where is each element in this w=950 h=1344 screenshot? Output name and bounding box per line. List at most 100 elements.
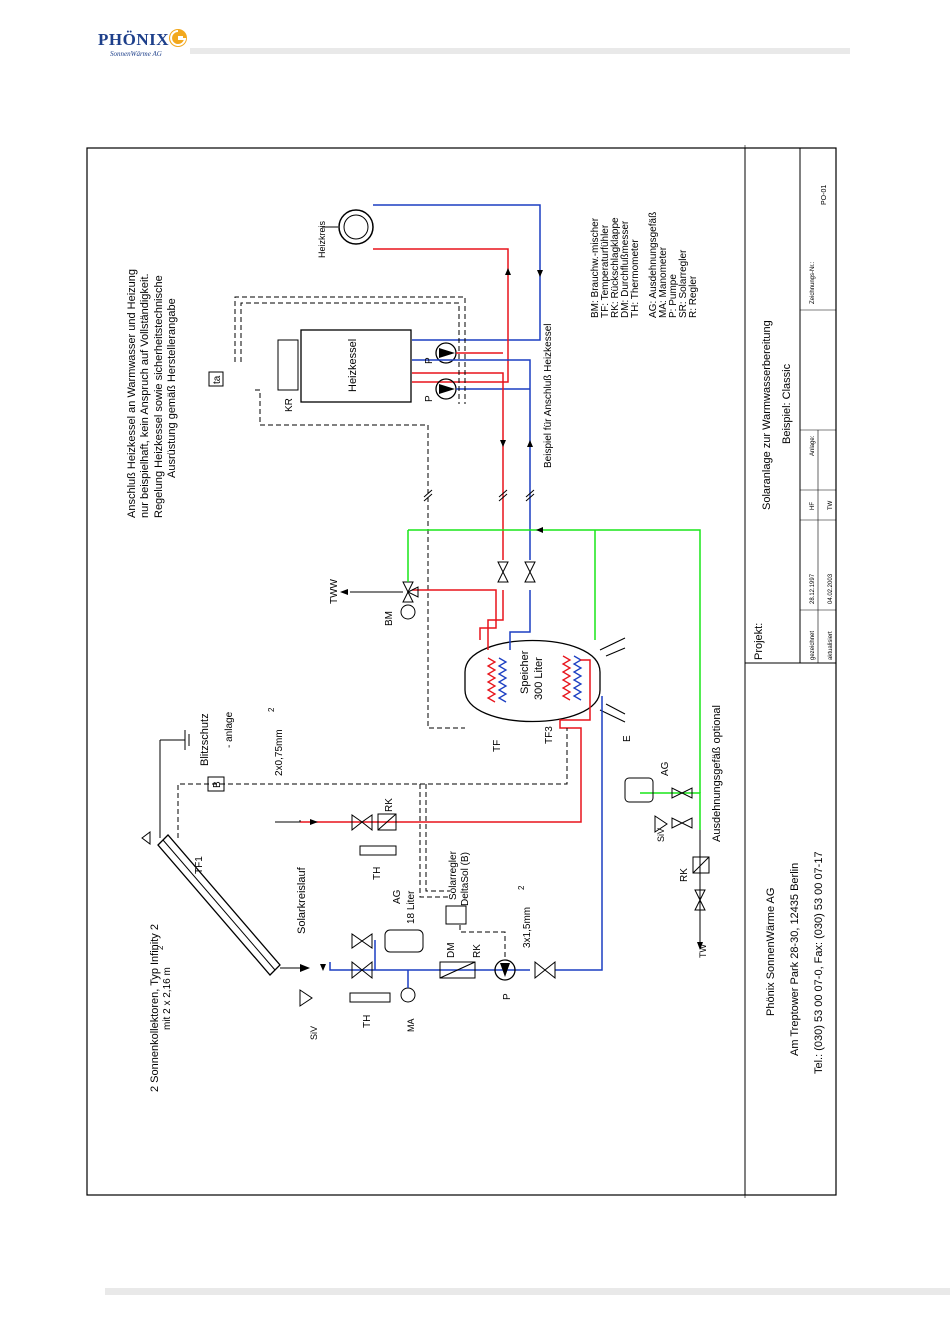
ta-box	[208, 371, 224, 387]
pump-label: P	[502, 993, 513, 1000]
th-label: TH	[362, 1015, 373, 1028]
collector-area-sup: 2	[156, 945, 165, 950]
siv-label: SiV	[656, 828, 666, 842]
brand-name: PHÖNIX	[98, 30, 169, 49]
bm-label: BM	[384, 611, 395, 626]
solarregler-label: Solarregler	[448, 850, 459, 900]
legend-item: DM: Durchflußmesser	[620, 220, 631, 318]
collector-area: mit 2 x 2,16 m	[162, 967, 173, 1030]
rk-label: RK	[472, 944, 483, 958]
brand-logo: PHÖNIX SonnenWärme AG	[98, 28, 198, 64]
zeichnung-number: PO-01	[821, 185, 828, 205]
b-label: B	[212, 781, 223, 788]
tf1-label: TF1	[194, 856, 205, 874]
heizkreis-radiator	[338, 209, 374, 245]
zeichnung-label: Zeichnungs-Nr.:	[810, 261, 816, 304]
projekt-label: Projekt:	[753, 623, 765, 660]
note-line: Regelung Heizkessel sowie sicherheitstec…	[153, 275, 165, 518]
solarregler-model: DeltaSol (B)	[460, 852, 471, 906]
header-divider	[190, 48, 850, 54]
tw-label: TW	[698, 944, 708, 958]
solar-return-pipe	[555, 696, 603, 971]
solar-collector	[157, 834, 281, 976]
valve-icon	[497, 561, 509, 583]
solarregler-box	[445, 905, 467, 925]
drawing-subtitle: Beispiel: Classic	[781, 363, 793, 444]
ag-18l-tank	[384, 929, 424, 953]
mixer-valve-icon	[400, 581, 419, 620]
rk-label: RK	[679, 868, 690, 882]
anlage-label: Anlage:	[810, 435, 816, 456]
legend-item: AG: Ausdehnungsgefäß	[648, 212, 659, 318]
speicher-tank	[464, 639, 601, 723]
dm-label: DM	[446, 942, 457, 958]
kr-box	[277, 339, 299, 391]
heizkessel-label: Heizkessel	[347, 339, 359, 392]
brand-tagline: SonnenWärme AG	[110, 50, 162, 58]
legend-item: BM: Brauchw.-mischer	[590, 217, 601, 318]
heizkreis-label: Heizkreis	[317, 220, 327, 258]
pump-label: P	[424, 357, 435, 364]
wire-label-sup: 2	[517, 885, 526, 890]
e-label: E	[622, 735, 633, 742]
ag-tank-right	[624, 777, 654, 803]
ag-label: AG	[660, 761, 671, 776]
ag-18-capacity: 18 Liter	[406, 890, 417, 924]
aktualisiert-by: TW	[828, 500, 834, 510]
company-address: Am Treptower Park 28-30, 12435 Berlin	[789, 863, 801, 1056]
sun-icon	[169, 29, 187, 47]
rk-label: RK	[384, 798, 395, 812]
gezeichnet-label: gezeichnet	[810, 631, 816, 660]
gezeichnet-date: 28.12.1997	[810, 573, 816, 604]
aktualisiert-label: aktualisiert	[828, 631, 834, 660]
legend-item: R: Regler	[688, 275, 699, 318]
legend-item: RK: Rückschlagklappe	[610, 217, 621, 318]
blitzschutz-label-2: - anlage	[224, 711, 235, 748]
drawing-title: Solaranlage zur Warmwasserbereitung	[761, 320, 773, 510]
rk-box	[692, 856, 710, 874]
note-line: Anschluß Heizkessel an Warmwasser und He…	[126, 269, 138, 518]
beispiel-label: Beispiel für Anschluß Heizkessel	[543, 323, 554, 468]
hot-water-pipe	[412, 589, 497, 640]
ag-18-label: AG	[392, 889, 403, 904]
valve-icon	[524, 561, 536, 583]
company-name: Phönix SonnenWärme AG	[765, 888, 777, 1016]
gezeichnet-by: HF	[810, 502, 816, 510]
note-line: nur beispielhaft, kein Anspruch auf Voll…	[139, 273, 151, 518]
safety-valve-icon	[654, 815, 668, 833]
speicher-capacity: 300 Liter	[533, 657, 545, 700]
wire-label: 2x0,75mm	[274, 729, 285, 776]
pump-label: P	[424, 395, 435, 402]
company-phone: Tel.: (030) 53 00 07-0, Fax: (030) 53 00…	[813, 851, 825, 1074]
wire-label-sup: 2	[267, 707, 276, 712]
tf3-label: TF3	[544, 726, 555, 744]
aktualisiert-date: 04.02.2003	[828, 573, 834, 604]
legend-item: TH: Thermometer	[630, 239, 641, 318]
th-label: TH	[372, 867, 383, 880]
heizkessel-box	[300, 329, 412, 403]
collector-label: 2 Sonnenkollektoren, Typ Infinity 2	[149, 924, 161, 1092]
safety-valve-icon	[299, 989, 313, 1007]
upper-coil	[486, 657, 497, 703]
ma-label: MA	[406, 1019, 416, 1033]
solar-coil	[561, 655, 572, 701]
heizkreis-return	[373, 204, 541, 341]
kr-label: KR	[284, 398, 295, 412]
solar-flow-pipe	[300, 659, 591, 823]
solar-pump-icon	[494, 959, 516, 981]
speicher-label: Speicher	[519, 650, 531, 694]
legend-item: MA: Manometer	[658, 246, 669, 318]
legend-item: SR: Solarregler	[678, 249, 689, 318]
manometer-icon	[400, 987, 416, 1003]
wire-label: 3x1,5mm	[522, 907, 533, 948]
note-line: Ausrüstung gemäß Herstellerangabe	[166, 298, 178, 478]
heizkreis-flow	[373, 248, 509, 383]
ausdehnung-label: Ausdehnungsgefäß optional	[711, 705, 723, 842]
ta-label: ta	[212, 375, 223, 384]
control-wire	[255, 389, 465, 729]
tww-label: TWW	[329, 578, 340, 604]
tf-label: TF	[492, 740, 503, 752]
thermometer-icon	[349, 992, 391, 1003]
legend-item: P: Pumpe	[668, 274, 679, 318]
